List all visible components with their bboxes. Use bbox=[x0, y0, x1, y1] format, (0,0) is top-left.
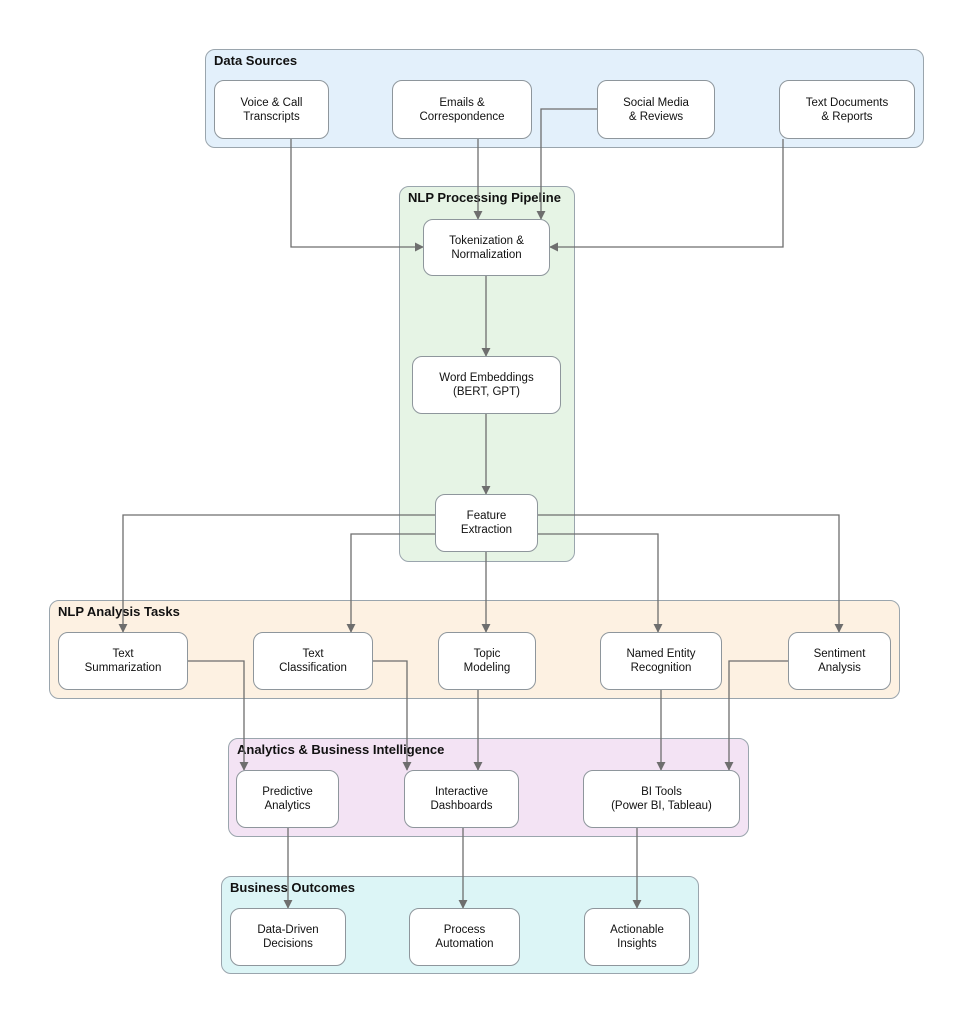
node-data-driven-decisions: Data-Driven Decisions bbox=[230, 908, 346, 966]
node-bi-tools: BI Tools (Power BI, Tableau) bbox=[583, 770, 740, 828]
node-text-documents-reports: Text Documents & Reports bbox=[779, 80, 915, 139]
node-word-embeddings: Word Embeddings (BERT, GPT) bbox=[412, 356, 561, 414]
edge-summarization-to-predictive bbox=[188, 660, 249, 771]
edge-social-to-tokenization bbox=[536, 108, 597, 220]
edge-features-to-ner bbox=[538, 533, 663, 633]
node-named-entity-recognition: Named Entity Recognition bbox=[600, 632, 722, 690]
node-voice-call-transcripts: Voice & Call Transcripts bbox=[214, 80, 329, 139]
node-social-media-reviews: Social Media & Reviews bbox=[597, 80, 715, 139]
node-topic-modeling: Topic Modeling bbox=[438, 632, 536, 690]
edge-sentiment-to-bitools bbox=[724, 660, 788, 771]
edge-features-to-summarization bbox=[118, 514, 435, 633]
group-title-analytics: Analytics & Business Intelligence bbox=[237, 742, 445, 757]
group-title-nlp-pipeline: NLP Processing Pipeline bbox=[408, 190, 561, 205]
node-process-automation: Process Automation bbox=[409, 908, 520, 966]
edge-voice-to-tokenization bbox=[290, 139, 424, 252]
node-sentiment-analysis: Sentiment Analysis bbox=[788, 632, 891, 690]
node-interactive-dashboards: Interactive Dashboards bbox=[404, 770, 519, 828]
node-actionable-insights: Actionable Insights bbox=[584, 908, 690, 966]
edge-features-to-sentiment bbox=[538, 514, 844, 633]
node-text-summarization: Text Summarization bbox=[58, 632, 188, 690]
group-title-data-sources: Data Sources bbox=[214, 53, 298, 68]
group-title-business-outcomes: Business Outcomes bbox=[230, 880, 355, 895]
node-text-classification: Text Classification bbox=[253, 632, 373, 690]
node-tokenization-normalization: Tokenization & Normalization bbox=[423, 219, 550, 276]
edge-features-to-classification bbox=[346, 533, 435, 633]
node-feature-extraction: Feature Extraction bbox=[435, 494, 538, 552]
group-title-nlp-tasks: NLP Analysis Tasks bbox=[58, 604, 180, 619]
node-emails-correspondence: Emails & Correspondence bbox=[392, 80, 532, 139]
edge-textdocs-to-tokenization bbox=[549, 139, 784, 252]
node-predictive-analytics: Predictive Analytics bbox=[236, 770, 339, 828]
edge-classification-to-dashboards bbox=[373, 660, 412, 771]
